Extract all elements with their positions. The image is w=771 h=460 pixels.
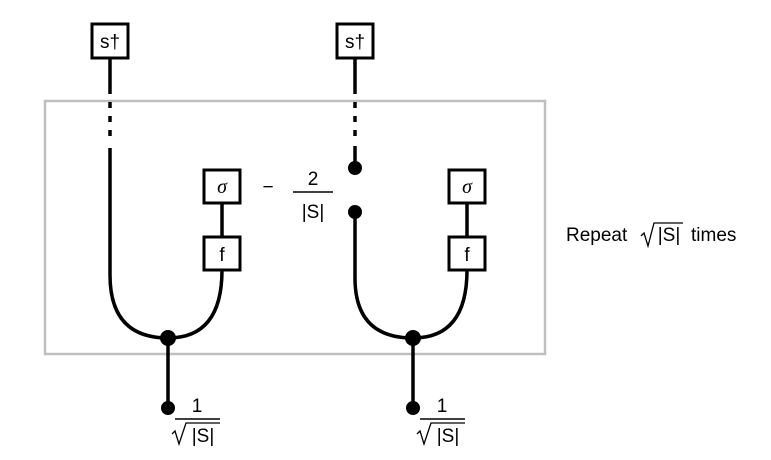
right-cup-wire [353, 212, 469, 340]
left-sigma-box: σ [202, 168, 242, 205]
middle-denominator: |S| [302, 202, 325, 223]
right-sqrt-sign [416, 422, 465, 447]
repeat-prefix: Repeat [566, 225, 628, 246]
repeat-frame [43, 99, 547, 356]
right-sigma-box: σ [447, 168, 487, 205]
right-sigma-label: σ [462, 176, 473, 198]
right-branch: s† σ f 1 |S| [335, 22, 487, 447]
middle-numerator: 2 [308, 169, 319, 190]
right-upper-dot [348, 161, 362, 175]
left-top-box-label: s† [100, 32, 120, 53]
left-bottom-dot [161, 401, 175, 415]
minus-sign: − [262, 177, 273, 198]
right-bottom-dot [406, 401, 420, 415]
left-weight: 1 |S| [171, 396, 220, 447]
right-f-label: f [464, 245, 470, 266]
right-top-box: s† [335, 22, 375, 60]
left-top-box: s† [90, 22, 130, 60]
right-f-box: f [447, 235, 487, 272]
repeat-label: Repeat |S| times [566, 222, 736, 249]
right-weight: 1 |S| [416, 396, 465, 447]
left-weight-numerator: 1 [192, 396, 203, 417]
left-weight-denominator: |S| [192, 426, 215, 447]
right-top-box-label: s† [345, 32, 365, 53]
right-weight-denominator: |S| [437, 426, 460, 447]
left-branch: s† σ f 1 |S| [90, 22, 242, 447]
middle-term: − 2 |S| [262, 169, 333, 223]
left-f-box: f [202, 235, 242, 272]
left-sigma-label: σ [217, 176, 228, 198]
left-sqrt-sign [171, 422, 220, 447]
repeat-radicand: |S| [658, 225, 681, 246]
repeat-suffix: times [691, 225, 736, 246]
right-weight-numerator: 1 [437, 396, 448, 417]
repeat-sqrt-sign [640, 222, 683, 249]
left-f-label: f [219, 245, 225, 266]
